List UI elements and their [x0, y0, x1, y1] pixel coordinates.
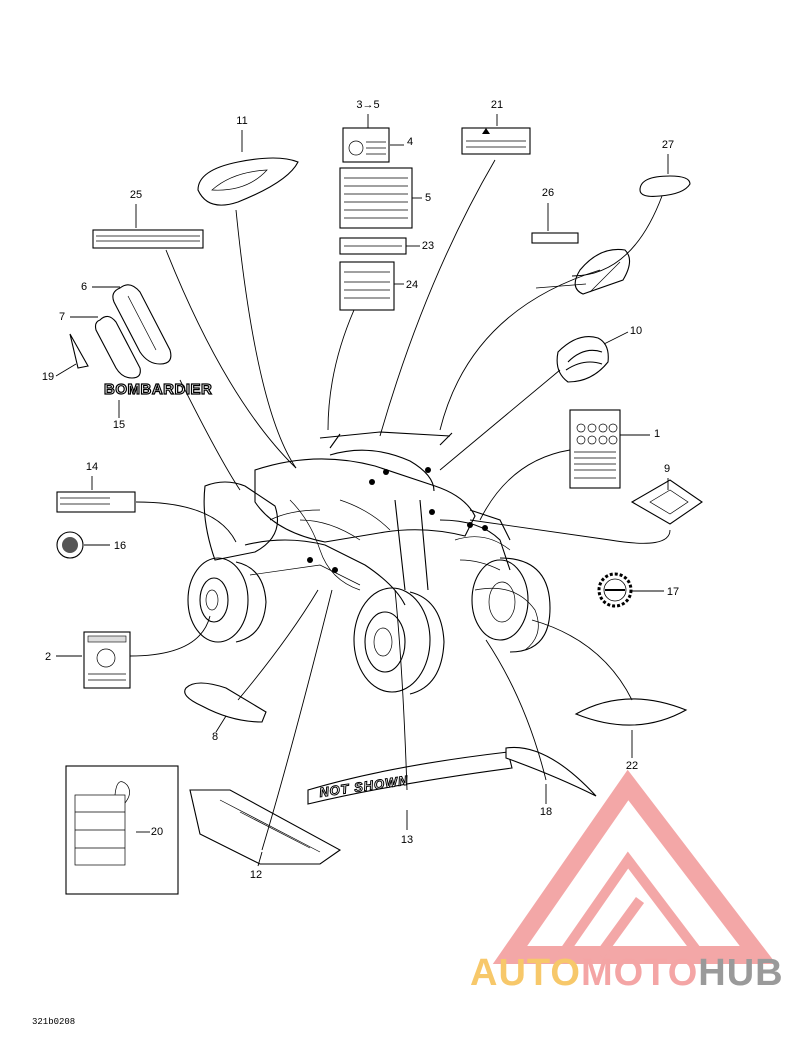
- decal-19: [69, 333, 89, 369]
- decal-12: [189, 789, 342, 865]
- callout-4: 4: [407, 136, 413, 148]
- callout-8: 8: [212, 731, 218, 743]
- leader-lines: [55, 114, 671, 867]
- watermark-part-1: AUTO: [470, 952, 581, 994]
- decal-9: [630, 479, 703, 525]
- decal-13: [307, 751, 513, 805]
- callout-11: 11: [236, 115, 247, 127]
- callout-1: 1: [654, 428, 660, 440]
- watermark-text: AUTOMOTOHUB: [470, 952, 784, 995]
- decal-22: [574, 698, 688, 726]
- callout-20: 20: [151, 826, 163, 838]
- watermark-part-3: HUB: [698, 952, 784, 994]
- callout-3: 3→5: [356, 99, 379, 111]
- decal-6: [112, 284, 172, 365]
- decal-8: [184, 682, 267, 723]
- decal-10: [556, 336, 609, 383]
- decal-1: [569, 409, 621, 489]
- callout-6: 6: [81, 281, 87, 293]
- callout-10: 10: [630, 325, 642, 337]
- callout-15: 15: [113, 419, 125, 431]
- decal-25: [92, 229, 204, 249]
- callout-9: 9: [664, 463, 670, 475]
- callout-23: 23: [422, 240, 434, 252]
- callout-16: 16: [114, 540, 126, 552]
- callout-25: 25: [130, 189, 142, 201]
- drawing-code: 321b0208: [32, 1017, 76, 1027]
- decal-15-brand: BOMBARDIER: [104, 381, 212, 398]
- callout-17: 17: [667, 586, 679, 598]
- callout-19: 19: [42, 371, 54, 383]
- decal-14: [56, 491, 136, 513]
- decal-27: [639, 175, 691, 197]
- callout-14: 14: [86, 461, 98, 473]
- callout-numbers: 123→545678910111213141516171819202122232…: [42, 99, 679, 881]
- decal-7: [94, 315, 141, 379]
- watermark-logo-icon: [492, 769, 777, 964]
- decal-24: [339, 261, 395, 311]
- decal-26: [531, 232, 579, 244]
- callout-13: 13: [401, 834, 413, 846]
- watermark-part-2: MOTO: [580, 952, 699, 994]
- callout-18: 18: [540, 806, 552, 818]
- decal-18: [505, 746, 597, 797]
- callout-27: 27: [662, 139, 674, 151]
- callout-2: 2: [45, 651, 51, 663]
- callout-12: 12: [250, 869, 262, 881]
- handlebar-cover: [574, 248, 631, 295]
- callout-5: 5: [425, 192, 431, 204]
- callout-21: 21: [491, 99, 503, 111]
- callout-7: 7: [59, 311, 65, 323]
- callout-26: 26: [542, 187, 554, 199]
- decal-5: [339, 167, 413, 229]
- decal-4: [342, 127, 390, 163]
- callout-22: 22: [626, 760, 638, 772]
- decal-11: [197, 157, 299, 206]
- callout-24: 24: [406, 279, 418, 291]
